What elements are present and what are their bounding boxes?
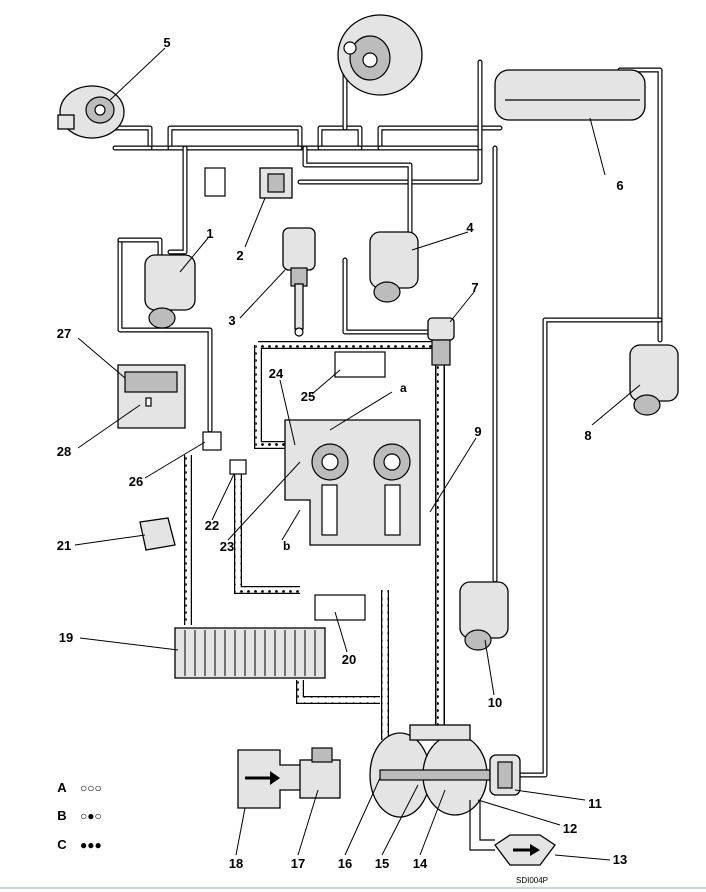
legend-key-c: C	[57, 837, 67, 852]
legend-key-a: A	[57, 780, 67, 795]
callout-25: 25	[301, 389, 315, 404]
turbocharger	[369, 724, 491, 818]
callout-leaders	[74, 47, 641, 861]
engine-control-unit	[117, 364, 186, 429]
callout-14: 14	[413, 856, 428, 871]
callout-3: 3	[228, 313, 235, 328]
egr-valve	[427, 317, 455, 366]
sub-label-a: a	[400, 381, 407, 395]
vacuum-reservoir	[494, 69, 646, 121]
figure-code: SDI004P	[516, 876, 548, 885]
callout-11: 11	[588, 796, 602, 811]
callout-6: 6	[616, 178, 623, 193]
callout-19: 19	[59, 630, 73, 645]
callout-numbers: 1 2 3 4 5 6 7 8 9 10 11 12 13 14 15 16 1…	[57, 35, 627, 871]
callout-17: 17	[291, 856, 305, 871]
callout-26: 26	[129, 474, 143, 489]
vacuum-modulator-8	[629, 344, 679, 416]
callout-28: 28	[57, 444, 71, 459]
callout-16: 16	[338, 856, 352, 871]
air-filter	[237, 749, 306, 809]
legend-symbol-c: ●●●	[80, 838, 102, 852]
callout-5: 5	[163, 35, 170, 50]
callout-21: 21	[57, 538, 71, 553]
callout-7: 7	[471, 280, 478, 295]
callout-1: 1	[206, 226, 213, 241]
intake-section-20	[314, 594, 366, 621]
callout-12: 12	[563, 821, 577, 836]
callout-23: 23	[220, 539, 234, 554]
legend-symbol-b: ○●○	[80, 809, 102, 823]
air-flow-meter	[299, 747, 341, 799]
callout-4: 4	[466, 220, 474, 235]
callout-15: 15	[375, 856, 389, 871]
callout-27: 27	[57, 326, 71, 341]
brake-servo	[337, 14, 423, 96]
engine-block	[284, 419, 421, 546]
callout-18: 18	[229, 856, 243, 871]
vacuum-pump	[57, 85, 125, 139]
vacuum-modulator-10	[459, 581, 509, 651]
solenoid-valve	[204, 167, 293, 199]
vacuum-modulator-4	[369, 231, 419, 303]
vacuum-actuator	[282, 227, 316, 337]
callout-24: 24	[269, 366, 284, 381]
legend: A ○○○ B ○●○ C ●●●	[57, 780, 101, 852]
callout-9: 9	[474, 424, 481, 439]
boost-pressure-sensor	[139, 517, 176, 551]
intercooler	[174, 627, 326, 679]
intake-section-25	[334, 351, 386, 378]
junction-tee-22	[229, 459, 247, 475]
vacuum-modulator-1	[144, 254, 196, 329]
callout-10: 10	[488, 695, 502, 710]
catalytic-converter	[469, 800, 556, 866]
callout-8: 8	[584, 428, 591, 443]
legend-symbol-a: ○○○	[80, 781, 102, 795]
wastegate-actuator	[489, 754, 521, 796]
callout-2: 2	[236, 248, 243, 263]
callout-22: 22	[205, 518, 219, 533]
junction-tee-26	[202, 431, 222, 451]
vacuum-pipes	[112, 59, 663, 778]
legend-key-b: B	[57, 808, 66, 823]
callout-13: 13	[613, 852, 627, 867]
callout-20: 20	[342, 652, 356, 667]
sub-label-b: b	[283, 539, 290, 553]
